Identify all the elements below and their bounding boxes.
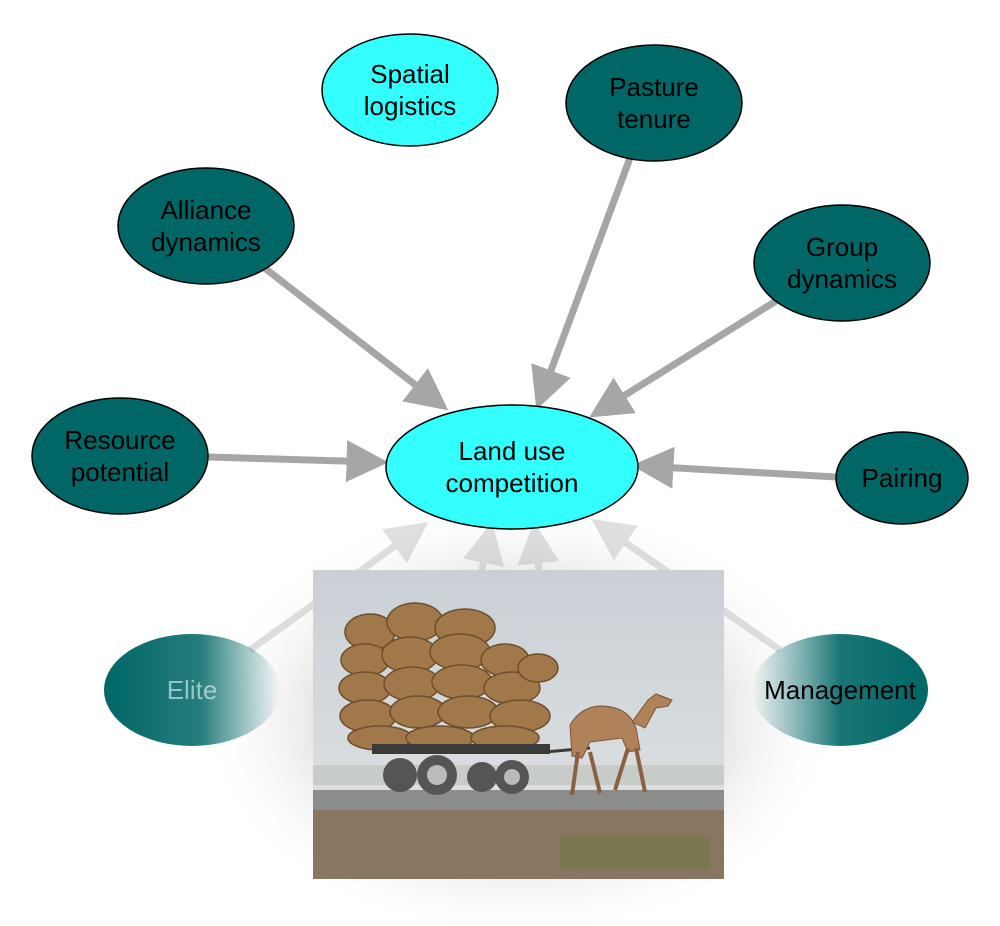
pairing-ellipse xyxy=(835,431,969,525)
arrow-3 xyxy=(207,440,389,483)
arrow-2 xyxy=(589,293,786,418)
pairing-node: Pairing xyxy=(835,431,969,525)
group-label-1: dynamics xyxy=(787,264,897,294)
elite-node: Elite xyxy=(104,634,280,746)
camel xyxy=(569,693,673,796)
group-label-0: Group xyxy=(806,232,878,262)
pasture-label-1: tenure xyxy=(617,104,691,134)
management-label-0: Management xyxy=(764,675,917,705)
elite-ellipse xyxy=(104,634,280,746)
resource-label-1: potential xyxy=(71,457,169,487)
management-node: Management xyxy=(752,634,928,746)
arrow-4 xyxy=(631,446,837,489)
center-label-1: competition xyxy=(446,468,579,498)
elite-label-0: Elite xyxy=(167,675,218,705)
alliance-ellipse xyxy=(117,167,295,285)
management-ellipse xyxy=(752,634,928,746)
center-ellipse xyxy=(385,404,639,530)
sacks-load xyxy=(338,602,559,751)
arrow-0 xyxy=(531,156,634,410)
resource-ellipse xyxy=(31,397,209,515)
resource-label-0: Resource xyxy=(64,425,175,455)
arrow-1 xyxy=(259,263,449,411)
spatial-label-1: logistics xyxy=(364,91,456,121)
alliance-label-1: dynamics xyxy=(151,227,261,257)
pasture-ellipse xyxy=(565,44,743,162)
center-label-0: Land use xyxy=(459,436,566,466)
pasture-label-0: Pasture xyxy=(609,72,699,102)
pairing-label-0: Pairing xyxy=(862,463,943,493)
spatial-label-0: Spatial xyxy=(370,59,450,89)
camel-cart-photo xyxy=(313,570,724,879)
spatial-ellipse xyxy=(321,33,499,147)
alliance-label-0: Alliance xyxy=(160,195,251,225)
cart-wheels xyxy=(383,755,529,795)
nodes-group: SpatiallogisticsPasturetenureAlliancedyn… xyxy=(31,33,969,746)
group-ellipse xyxy=(753,204,931,322)
